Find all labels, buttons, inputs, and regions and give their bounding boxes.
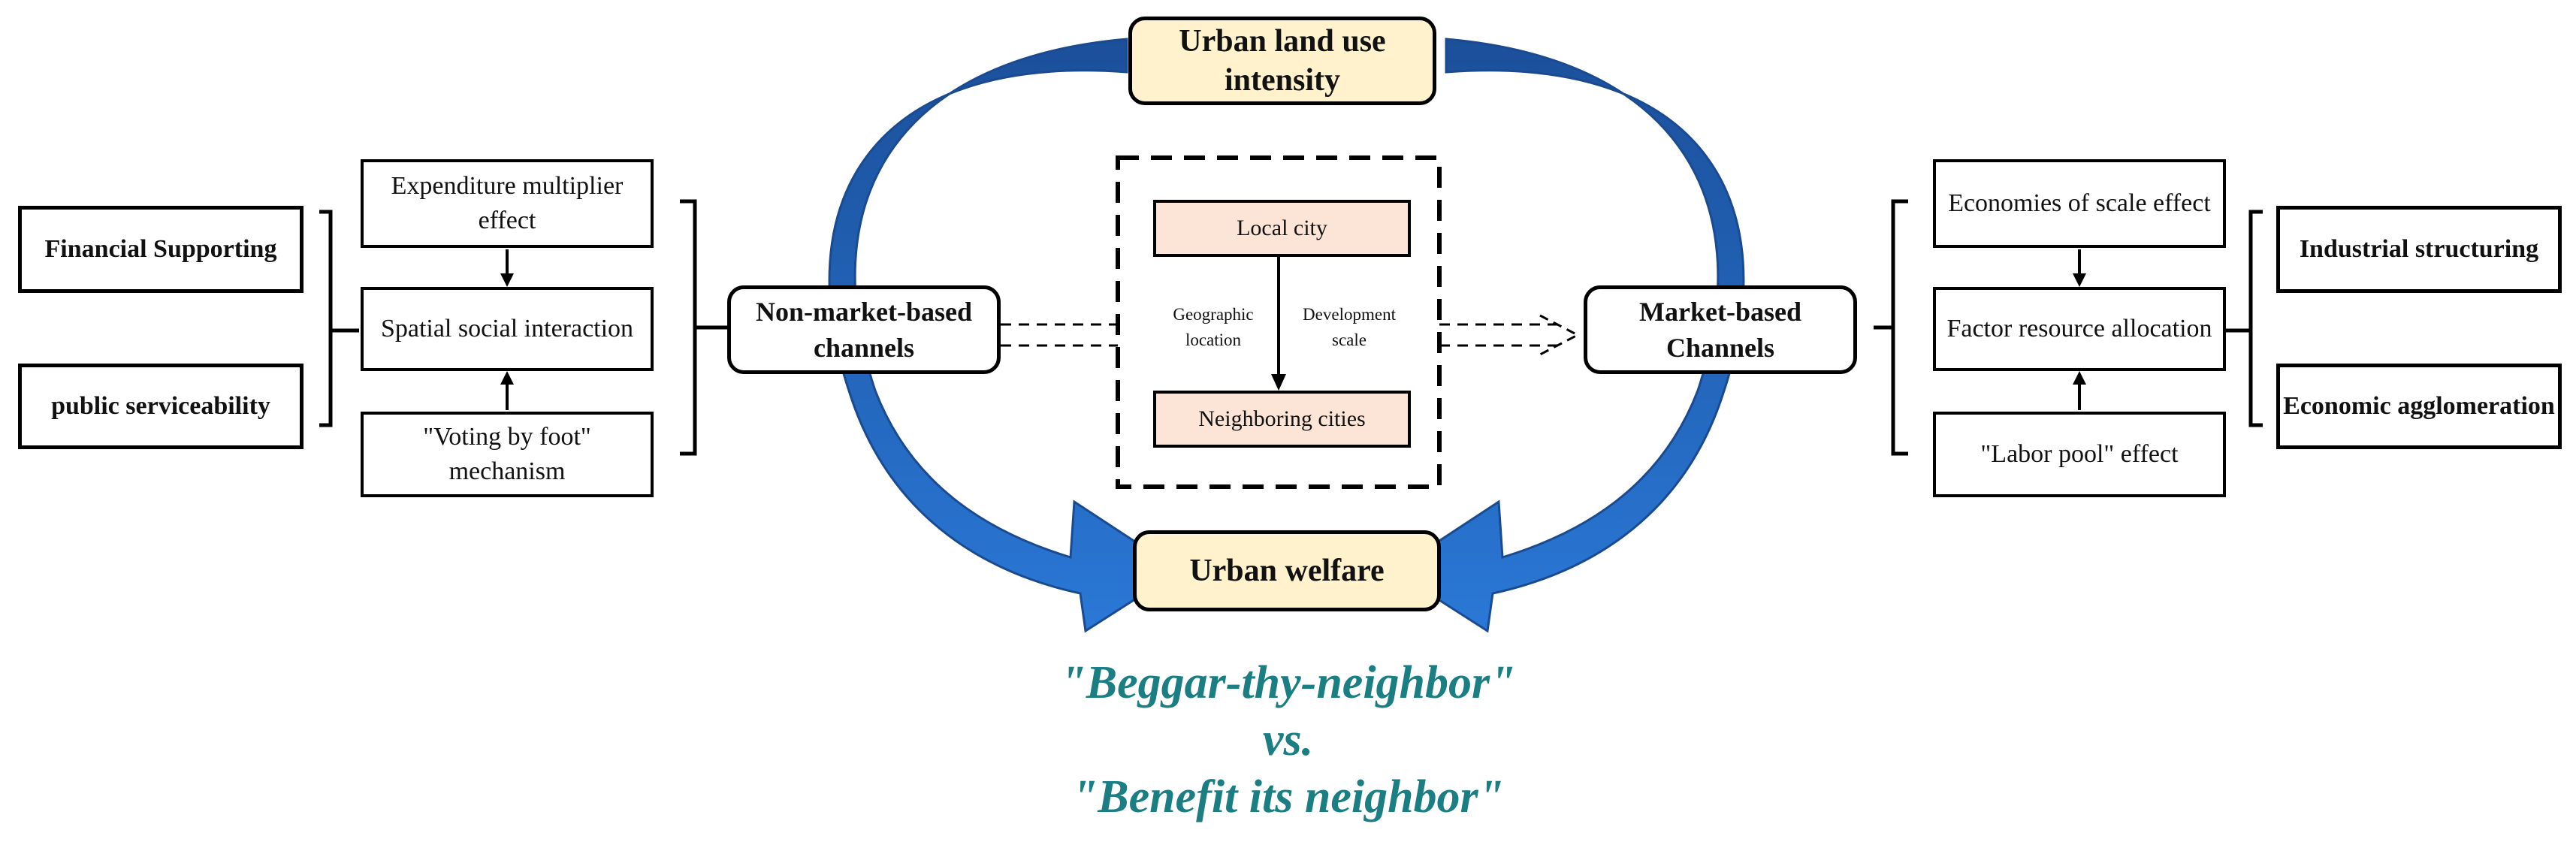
left-outcome-box: public serviceability — [18, 364, 304, 449]
slogan-line-2: vs. — [1262, 714, 1314, 765]
right-mechanism-box: Economies of scale effect — [1933, 159, 2226, 248]
right-outcome-label: Industrial structuring — [2299, 235, 2539, 263]
right-curved-arrow — [1391, 38, 1745, 633]
left-mechanism-box: Spatial social interaction — [361, 287, 654, 371]
left-outcome-label: Financial Supporting — [44, 235, 277, 263]
left-outcome-box: Financial Supporting — [18, 206, 304, 293]
neighboring-cities-label: Neighboring cities — [1198, 406, 1366, 431]
development-scale-label: Development scale — [1303, 305, 1396, 349]
market-channel-box: Market-based Channels — [1584, 285, 1857, 374]
spatial-frame — [1116, 155, 1442, 489]
left-mechanism-box: Expenditure multiplier effect — [361, 159, 654, 248]
right-mechanism-label: Factor resource allocation — [1946, 315, 2212, 343]
left-mechanism-label: "Voting by foot" mechanism — [423, 423, 591, 485]
right-outcome-box: Industrial structuring — [2276, 206, 2562, 293]
slogan-line-3: "Benefit its neighbor" — [1071, 771, 1505, 822]
right-mechanism-box: "Labor pool" effect — [1933, 412, 2226, 497]
urban-welfare-box: Urban welfare — [1133, 530, 1441, 611]
slogan-line-1: "Beggar-thy-neighbor" — [1060, 657, 1516, 708]
right-mechanism-box: Factor resource allocation — [1933, 287, 2226, 371]
local-city-box: Local city — [1153, 200, 1411, 257]
right-outcome-box: Economic agglomeration — [2276, 364, 2562, 449]
urban-welfare-label: Urban welfare — [1189, 554, 1385, 588]
left-mechanism-box: "Voting by foot" mechanism — [361, 412, 654, 497]
non-market-channel-label: Non-market-based channels — [756, 297, 972, 363]
market-channel-label: Market-based Channels — [1639, 297, 1801, 363]
left-mechanism-label: Spatial social interaction — [380, 315, 634, 343]
non-market-channel-box: Non-market-based channels — [727, 285, 1001, 374]
right-mechanism-label: "Labor pool" effect — [1980, 440, 2179, 468]
left-curved-arrow — [828, 38, 1182, 633]
urban-land-use-intensity-box: Urban land use intensity — [1128, 17, 1436, 105]
neighboring-cities-box: Neighboring cities — [1153, 391, 1411, 448]
right-outcome-label: Economic agglomeration — [2283, 392, 2555, 420]
left-outcome-label: public serviceability — [51, 392, 270, 420]
urban-land-use-intensity-label: Urban land use intensity — [1179, 24, 1386, 98]
geographic-location-label: Geographic location — [1173, 305, 1254, 349]
local-city-label: Local city — [1237, 216, 1327, 240]
left-mechanism-label: Expenditure multiplier effect — [391, 172, 624, 234]
right-mechanism-label: Economies of scale effect — [1948, 189, 2211, 217]
